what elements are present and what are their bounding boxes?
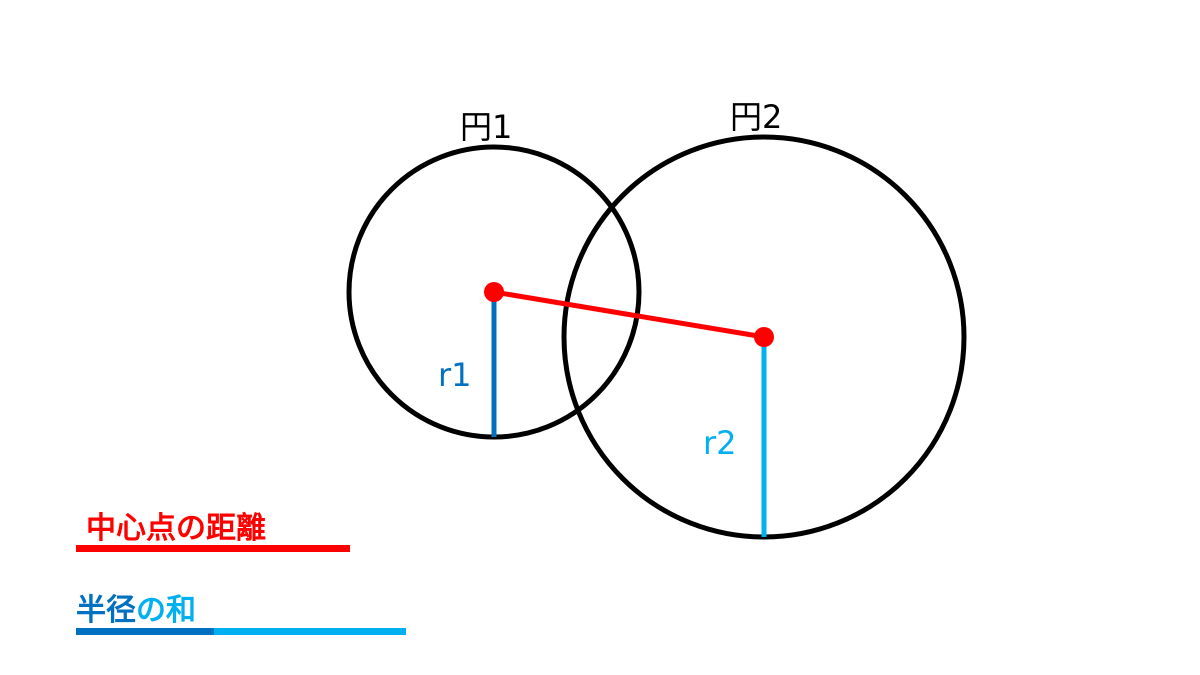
legend-distance-label: 中心点の距離 (86, 511, 266, 546)
circle-1-label: 円1 (460, 108, 512, 146)
circle-2-label: 円2 (730, 98, 782, 136)
legend-r2-bar (214, 628, 406, 635)
center-point-1 (484, 282, 504, 302)
r2-label: r2 (703, 424, 737, 462)
legend-distance-bar (76, 545, 350, 552)
legend-r1-bar (76, 628, 214, 635)
r1-label: r1 (438, 356, 472, 394)
center-point-2 (754, 327, 774, 347)
legend-radius-part: 半径 (76, 593, 136, 628)
legend-sum-part: の和 (136, 593, 196, 628)
center-distance-line (493, 289, 765, 340)
legend-radius-sum-label: 半径の和 (76, 593, 196, 628)
